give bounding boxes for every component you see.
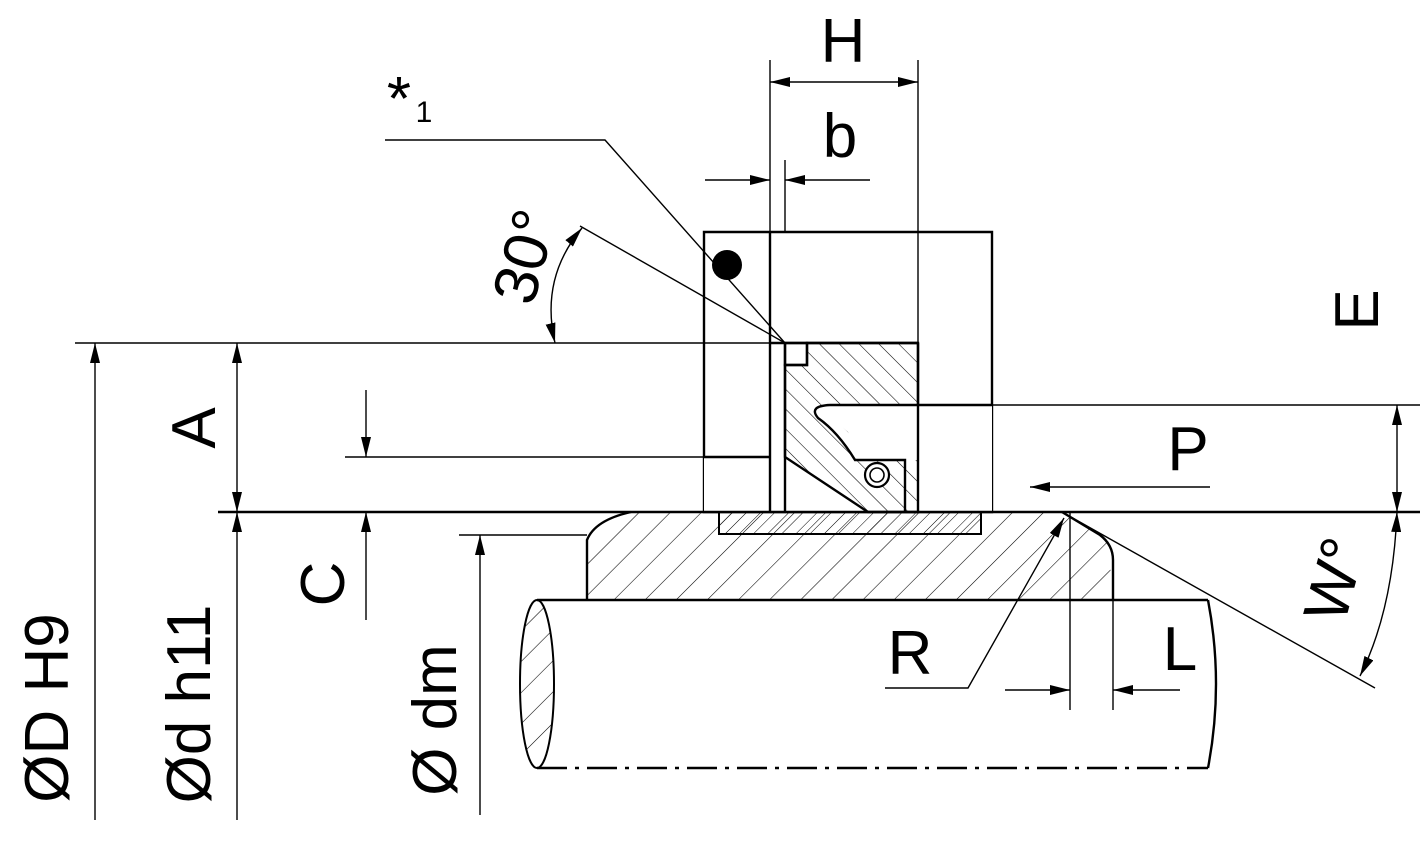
label-H: H [821,7,866,76]
spring-ring [863,461,891,489]
marking-dot [712,250,742,280]
label-note-star: * [387,65,411,134]
label-R: R [888,619,933,688]
label-note-index: 1 [416,96,433,129]
label-D-H9: ØD H9 [13,613,82,802]
seal-lip [783,341,920,514]
label-L: L [1163,615,1197,684]
label-b: b [823,102,857,171]
label-dm: Ø dm [401,644,470,796]
rod-shoulder [218,510,1420,600]
label-angle-30: 30° [480,202,571,310]
label-P: P [1167,415,1208,484]
label-E: E [1323,289,1392,330]
label-C: C [289,562,358,607]
label-A: A [160,407,229,449]
wear-ring [718,511,982,535]
label-W: W° [1291,531,1379,629]
shaft [519,598,1218,770]
label-d-h11: Ød h11 [155,605,224,804]
reference-lines [75,60,1420,710]
dimension-lines [90,77,1402,820]
